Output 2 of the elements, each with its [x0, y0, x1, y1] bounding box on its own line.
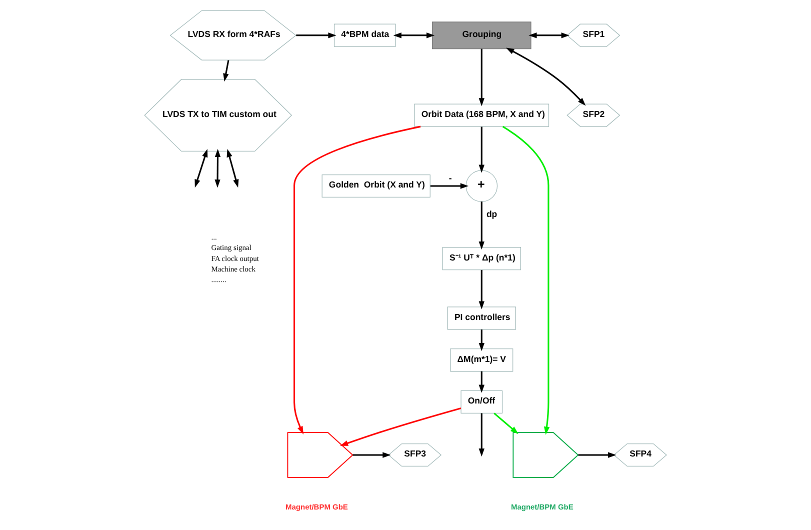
edge-label: -: [448, 173, 452, 184]
edge-label: dp: [486, 209, 498, 220]
